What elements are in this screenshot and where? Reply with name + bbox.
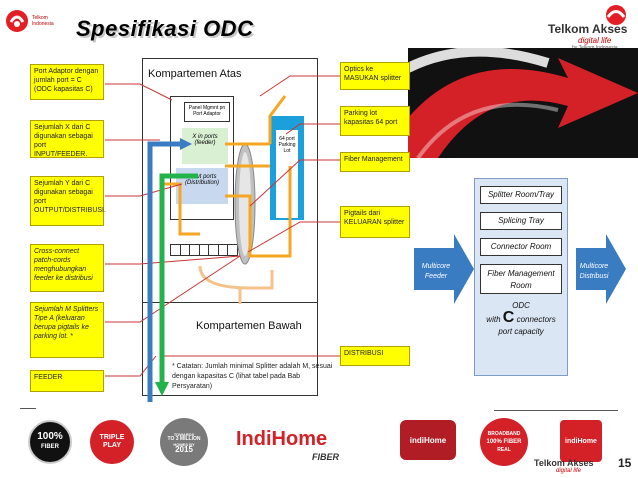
badge5-c: REAL xyxy=(497,447,511,453)
separator-left xyxy=(20,408,36,409)
odc-line1: ODC xyxy=(512,301,530,310)
badge-broadband: BROADBAND 100% FIBER REAL xyxy=(480,418,528,466)
badge3-b: TO 3 MILLION xyxy=(167,436,201,442)
label-output-distribusi: Sejumlah Y dari C digunakan sebagai port… xyxy=(30,176,106,226)
page-title: Spesifikasi ODC xyxy=(76,16,254,41)
badge2-top: TRIPLE xyxy=(99,434,125,441)
footer-brand-name: Telkom Akses xyxy=(534,458,594,468)
odc-with: with xyxy=(486,315,501,324)
odc-line3: port capacity xyxy=(498,327,544,336)
odc-line2: with C connectors xyxy=(480,309,562,326)
badge1-small: FIBER xyxy=(41,444,59,450)
flow-box-fiber-mgmt: Fiber Management Room xyxy=(480,264,562,294)
diagram-connectors xyxy=(105,75,340,402)
badge-3-million: TOWARDS TO 3 MILLION HOMES BY 2015 xyxy=(160,418,208,466)
diagram-note: * Catatan: Jumlah minimal Splitter adala… xyxy=(172,363,333,390)
indihome-logo: IndiHome xyxy=(236,428,328,450)
label-fiber-management: Fiber Management xyxy=(340,152,410,172)
badge2-bot: PLAY xyxy=(102,442,122,449)
badge-indihome-small: indiHome xyxy=(560,420,602,462)
badge-100-fiber: 100% FIBER xyxy=(28,420,72,464)
footer-brand-tagline: digital life xyxy=(556,468,582,474)
port-strip xyxy=(170,244,238,256)
indihome-fiber: FIBER xyxy=(312,452,339,462)
separator-right xyxy=(494,410,618,411)
panel-label: Panel Mgmnt pn Port Adaptor xyxy=(184,102,230,122)
label-feeder: FEEDER xyxy=(30,370,104,392)
bottom-compartment-label: Kompartemen Bawah xyxy=(196,320,302,332)
flow-box-splicing: Splicing Tray xyxy=(480,212,562,230)
page-number: 15 xyxy=(618,456,632,470)
label-parking-lot: Parking lot kapasitas 64 port xyxy=(340,106,410,136)
label-input-feeder: Sejumlah X dari C digunakan sebagai port… xyxy=(30,120,104,158)
label-distribusi: DISTRIBUSI xyxy=(340,346,410,366)
label-pigtails: Pigtails dari KELUARAN splitter xyxy=(340,206,410,238)
brand-name: Telkom Akses xyxy=(548,22,628,36)
red-arrow-graphic xyxy=(408,48,638,158)
odc-connectors: connectors xyxy=(516,315,556,324)
badge1-big: 100% xyxy=(37,431,63,442)
badge3-d: 2015 xyxy=(175,445,193,454)
label-cross-connect: Cross-connect patch-cords menghubungkan … xyxy=(30,244,104,292)
telkom-indonesia-logo: Telkom Indonesia xyxy=(4,8,64,34)
flow-arrows xyxy=(414,234,626,304)
page-title-shadow: Spesifikasi ODC xyxy=(78,18,256,43)
badge3-a: TOWARDS xyxy=(173,432,195,437)
label-optics: Optics ke MASUKAN splitter xyxy=(340,62,410,90)
in-ports-block: X in ports (feeder) xyxy=(182,128,228,164)
badge3-c: HOMES BY xyxy=(173,442,195,447)
odc-c: C xyxy=(502,309,515,326)
arrow-multicore-distribusi: Multicore Distribusi xyxy=(579,263,609,280)
flow-box-splitter: Splitter Room/Tray xyxy=(480,186,562,204)
parking-lot-label: 64 port Parking Lot xyxy=(276,130,298,218)
label-port-adaptor: Port Adaptor dengan jumlah port = C (ODC… xyxy=(30,64,104,100)
badge5-a: BROADBAND xyxy=(487,431,521,437)
brand-block: Telkom Akses digital life by Telkom Indo… xyxy=(548,22,638,51)
label-splitters: Sejumlah M Splitters Tipe A (keluaran be… xyxy=(30,302,104,358)
top-compartment-label: Kompartemen Atas xyxy=(148,68,242,80)
flow-box-connector: Connector Room xyxy=(480,238,562,256)
telkom-corner-icon xyxy=(6,10,28,32)
badge-triple-play: TRIPLE PLAY xyxy=(90,420,134,464)
arrow-multicore-feeder: Multicore Feeder xyxy=(421,263,451,280)
brand-tagline: digital life xyxy=(578,36,612,45)
corner-logo-name: Telkom Indonesia xyxy=(32,15,54,27)
telkom-akses-logo-icon xyxy=(606,5,626,25)
odc-description: ODC with C connectors port capacity xyxy=(480,300,562,338)
compartment-divider xyxy=(142,302,318,303)
badge5-b: 100% FIBER xyxy=(486,439,522,445)
badge-indihome-red: indiHome xyxy=(400,420,456,460)
